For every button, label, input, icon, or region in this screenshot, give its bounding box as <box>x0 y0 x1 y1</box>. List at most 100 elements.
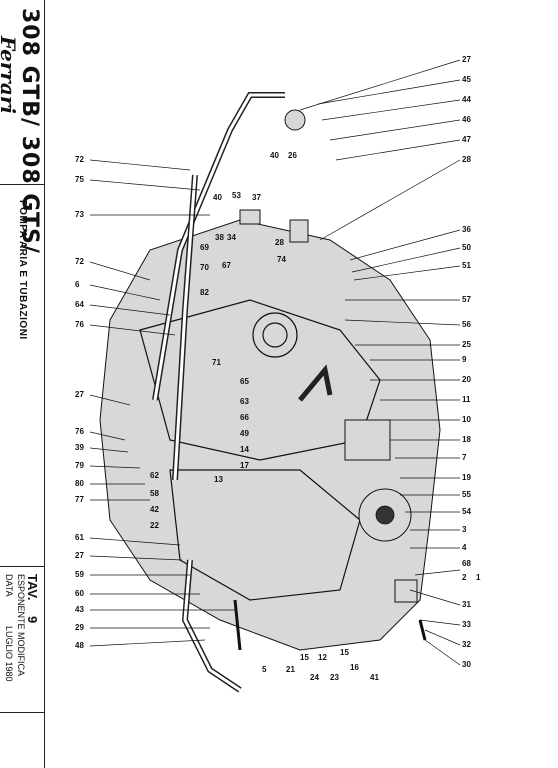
callout-40b: 40 <box>213 193 222 202</box>
callout-69: 69 <box>200 243 209 252</box>
callout-64: 64 <box>75 300 84 309</box>
callout-45: 45 <box>462 75 471 84</box>
callout-22: 22 <box>150 521 159 530</box>
callout-71: 71 <box>212 358 221 367</box>
callout-47: 47 <box>462 135 471 144</box>
callout-9: 9 <box>462 355 467 364</box>
callout-53: 53 <box>232 191 241 200</box>
callout-50: 50 <box>462 243 471 252</box>
callout-41: 41 <box>370 673 379 682</box>
callout-18: 18 <box>462 435 471 444</box>
callout-66: 66 <box>240 413 249 422</box>
callout-33: 33 <box>462 620 471 629</box>
callout-1: 1 <box>476 573 481 582</box>
callout-24: 24 <box>310 673 319 682</box>
callout-46: 46 <box>462 115 471 124</box>
callout-74: 74 <box>277 255 286 264</box>
callout-63: 63 <box>240 397 249 406</box>
callout-62: 62 <box>150 471 159 480</box>
callout-65: 65 <box>240 377 249 386</box>
callout-77: 77 <box>75 495 84 504</box>
callout-39: 39 <box>75 443 84 452</box>
leader-lines <box>89 59 461 666</box>
callout-15: 15 <box>300 653 309 662</box>
callout-27c: 27 <box>75 551 84 560</box>
callout-28b: 28 <box>275 238 284 247</box>
callout-44: 44 <box>462 95 471 104</box>
callout-21: 21 <box>286 665 295 674</box>
callout-36: 36 <box>462 225 471 234</box>
callout-5: 5 <box>262 665 267 674</box>
callout-7: 7 <box>462 453 467 462</box>
callout-20: 20 <box>462 375 471 384</box>
divider-top <box>0 184 44 185</box>
callout-75: 75 <box>75 175 84 184</box>
callout-51: 51 <box>462 261 471 270</box>
divider-bottom <box>0 566 44 567</box>
callout-72: 72 <box>75 155 84 164</box>
callout-34: 34 <box>227 233 236 242</box>
callout-11: 11 <box>462 395 471 404</box>
callout-29: 29 <box>75 623 84 632</box>
callout-25: 25 <box>462 340 471 349</box>
callouts-left: 72 75 73 72 6 64 76 27 76 39 79 80 77 61… <box>75 155 84 650</box>
callout-19: 19 <box>462 473 471 482</box>
callout-42: 42 <box>150 505 159 514</box>
callouts-right: 27 45 44 46 47 28 36 50 51 57 56 25 9 20… <box>462 55 481 669</box>
callout-79: 79 <box>75 461 84 470</box>
callout-3: 3 <box>462 525 467 534</box>
callout-17: 17 <box>240 461 249 470</box>
callout-27: 27 <box>462 55 471 64</box>
air-filter-clamp <box>239 209 261 225</box>
callout-76: 76 <box>75 320 84 329</box>
bracket-plate <box>394 579 418 603</box>
callout-27b: 27 <box>75 390 84 399</box>
callout-6: 6 <box>75 280 80 289</box>
callout-68: 68 <box>462 559 471 568</box>
callout-61: 61 <box>75 533 84 542</box>
callout-72b: 72 <box>75 257 84 266</box>
callout-48: 48 <box>75 641 84 650</box>
callout-30: 30 <box>462 660 471 669</box>
callout-76b: 76 <box>75 427 84 436</box>
callout-23: 23 <box>330 673 339 682</box>
title-sidebar: 308 GTB/ 308 GTS/ Ferrari POMPA ARIA E T… <box>0 0 45 768</box>
long-bolt <box>233 599 242 651</box>
callout-57: 57 <box>462 295 471 304</box>
valve-fitting <box>284 109 306 131</box>
callout-2: 2 <box>462 573 467 582</box>
callout-4: 4 <box>462 543 467 552</box>
callout-37: 37 <box>252 193 261 202</box>
callout-59: 59 <box>75 570 84 579</box>
callout-49: 49 <box>240 429 249 438</box>
callout-28: 28 <box>462 155 471 164</box>
callout-40: 40 <box>270 151 279 160</box>
callouts-interior: 40 26 37 40 53 34 38 69 70 67 82 28 74 7… <box>150 151 379 682</box>
callout-16: 16 <box>350 663 359 672</box>
callout-82: 82 <box>200 288 209 297</box>
callout-12: 12 <box>318 653 327 662</box>
callout-80: 80 <box>75 479 84 488</box>
callout-43: 43 <box>75 605 84 614</box>
callout-58: 58 <box>150 489 159 498</box>
cylinder-head <box>139 299 381 461</box>
callout-14: 14 <box>240 445 249 454</box>
callout-32: 32 <box>462 640 471 649</box>
callout-13: 13 <box>214 475 223 484</box>
callout-15b: 15 <box>340 648 349 657</box>
check-valve-pipe <box>298 364 333 402</box>
callout-55: 55 <box>462 490 471 499</box>
callout-38: 38 <box>215 233 224 242</box>
manifold-flange <box>344 419 391 461</box>
callout-54: 54 <box>462 507 471 516</box>
callout-67: 67 <box>222 261 231 270</box>
air-pump-body <box>252 312 298 358</box>
callout-31: 31 <box>462 600 471 609</box>
diverter-valve <box>289 219 309 243</box>
callout-10: 10 <box>462 415 471 424</box>
callout-56: 56 <box>462 320 471 329</box>
divider-foot <box>0 712 44 713</box>
callout-73: 73 <box>75 210 84 219</box>
